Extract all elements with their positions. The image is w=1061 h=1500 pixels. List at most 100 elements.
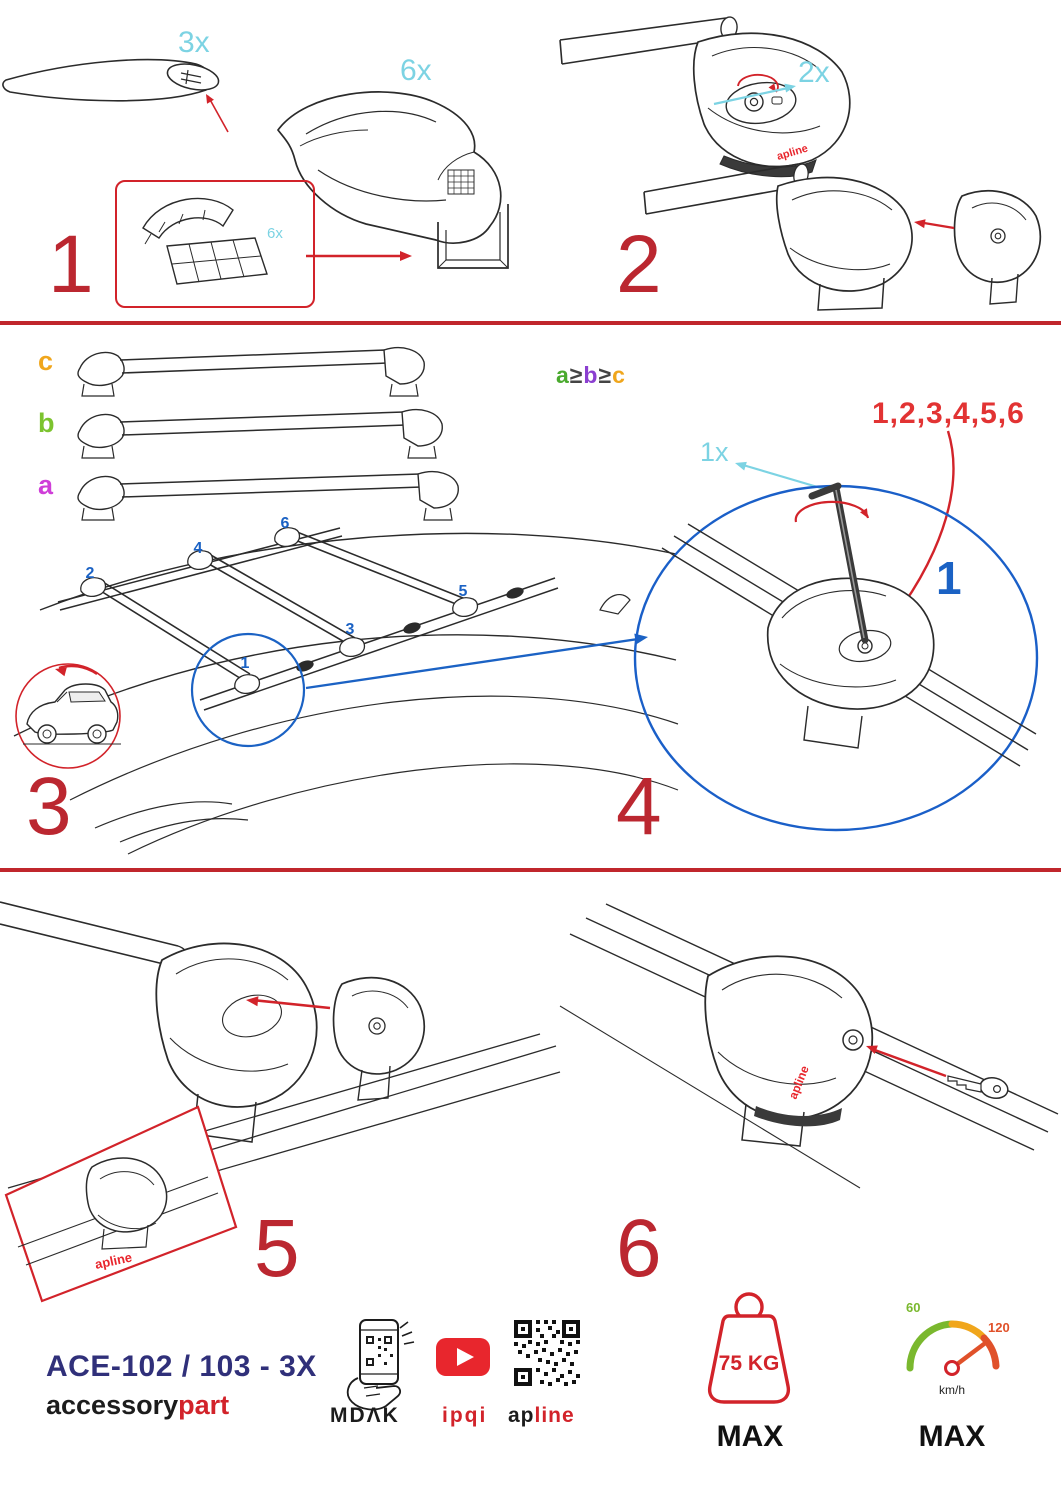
position-label-4: 4 [194,540,203,557]
step-2-section: apline 2x [540,0,1061,318]
car-roof-illustration: 2 4 6 3 5 1 [13,515,679,855]
clamp-bracket [437,204,509,269]
step-6-number: 6 [616,1203,662,1294]
brand-ap: ap [508,1404,535,1427]
weight-limit-label: 75 KG [719,1352,780,1375]
front-direction-arrow [55,664,98,677]
qty-arrow-cyan [713,83,796,106]
lock-cylinder-icon [725,81,797,125]
small-car-illustration [23,683,121,745]
pad-illustration: 6x [142,197,283,285]
rail-covers [296,587,524,672]
footer-section: ACE-102 / 103 - 3X accessorypart MDΛK [0,1280,1061,1500]
insert-key-arrow [866,1045,947,1078]
step-1-number: 1 [48,219,94,310]
step-6-section: apline [559,885,1061,1305]
step-5-section: apline [0,885,561,1305]
speed-high-label: 120 [988,1320,1010,1335]
mounted-bar-front [95,581,251,681]
pad-qty-label: 6x [267,225,283,242]
rule-c: c [612,362,626,388]
mounted-bar-middle [201,553,356,645]
weight-max-label: MAX [716,1420,784,1453]
crossbar-a-illustration [77,470,459,521]
position-label-6: 6 [281,515,290,532]
cover-qty-label: 2x [798,56,830,89]
slide-on-arrow [246,996,331,1010]
youtube-icon [436,1338,490,1376]
bar-pointer-arrow [206,94,229,133]
company-name: accessorypart [46,1390,229,1421]
position-label-5: 5 [459,583,468,600]
position-label-1: 1 [241,655,250,672]
logo-patch [447,169,475,195]
end-cover-piece [953,190,1041,305]
crossbar-c-illustration [77,346,425,397]
hand-outline [346,1377,401,1411]
section-divider-1 [0,321,1061,325]
side-cover-piece [332,976,425,1101]
max-weight-icon: 75 KG [707,1292,791,1404]
lock-foot-illustration: apline [559,16,851,178]
position-label-2: 2 [86,565,95,582]
channel-name-label: ipqi [442,1404,488,1427]
crossbar-illustration [2,58,229,133]
rule-gte-1: ≥ [569,362,584,388]
position-label-3: 3 [346,621,355,638]
model-number: ACE-102 / 103 - 3X [46,1350,317,1383]
rule-gte-2: ≥ [598,362,613,388]
position-1-highlight-circle [190,632,306,748]
company-name-black: accessory [46,1390,179,1420]
step-5-number: 5 [254,1203,300,1294]
scan-lines [399,1321,415,1345]
step-1-section: 3x 6x 6x [0,0,545,318]
wiper-lines [94,801,249,843]
pad-inset-box: 6x [115,180,315,308]
crossbar-b-illustration [77,408,443,459]
brand-line: line [534,1404,575,1427]
key-qty-label: 1x [700,437,729,467]
finished-foot-inset: apline [4,1105,238,1303]
step-4-number: 4 [616,761,662,852]
zoom-detail-illustration [633,482,1039,832]
bar-label-c: c [38,346,54,376]
qr-code-icon [512,1318,582,1388]
cover-assembly-illustration [643,163,1041,311]
bar-label-b: b [38,408,55,438]
foot-illustration [276,91,509,269]
step-4-section: 1,2,3,4,5,6 1x [628,395,1061,860]
inset-to-foot-arrow [306,251,412,261]
speed-low-label: 60 [906,1300,920,1315]
speed-max-label: MAX [918,1420,986,1453]
brand-name-label: apline [508,1404,575,1428]
max-speed-icon: 60 120 km/h [906,1300,1010,1397]
key-icon [947,1075,1009,1100]
speed-unit-label: km/h [939,1383,965,1397]
tighten-sequence-label: 1,2,3,4,5,6 [872,397,1025,430]
shark-fin-antenna [599,593,631,615]
rule-a: a [556,362,570,388]
attach-arrow [914,219,955,230]
lock-with-key-illustration: apline [559,903,1059,1189]
size-rule-text: a≥b≥c [556,362,626,389]
app-name-label: MDΛK [330,1404,400,1427]
first-position-label: 1 [936,552,962,604]
allen-key-icon [808,482,869,644]
rule-b: b [583,362,599,388]
lock-cylinder-icon [842,1029,864,1051]
position-numbers: 2 4 6 3 5 1 [86,515,468,672]
step-3-section: c b a a≥b≥c [0,330,690,860]
rotate-key-arrow [794,500,870,523]
lock-rotate-arrow [737,73,779,93]
step-2-number: 2 [616,219,662,310]
crossbar-qty-label: 3x [178,26,210,59]
step-3-number: 3 [26,761,72,852]
scan-app-icon [346,1319,415,1411]
section-divider-2 [0,868,1061,872]
bar-label-a: a [38,470,54,500]
company-name-red: part [178,1390,230,1420]
foot-qty-label: 6x [400,54,432,87]
keyhole-icon [368,1017,386,1035]
rail-feet [80,527,479,695]
